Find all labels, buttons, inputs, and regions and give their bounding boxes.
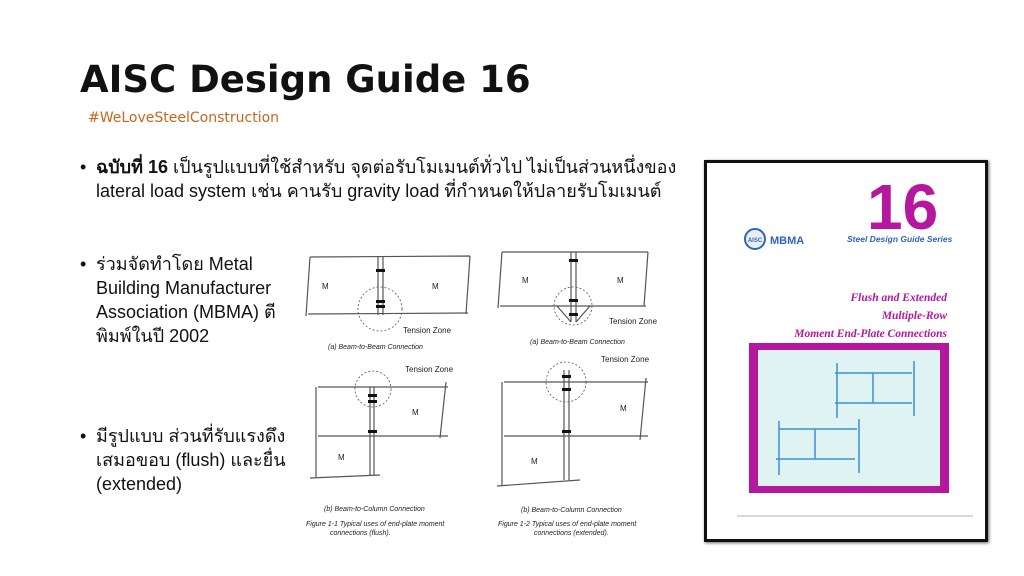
cover-art: AISC MBMA 16 Steel Design Guide Series F…	[737, 171, 973, 517]
guide-number: 16	[867, 171, 938, 243]
bullet-3: • มีรูปแบบ ส่วนที่รับแรงดึง เสมอขอบ (flu…	[80, 424, 290, 496]
moment-label: M	[432, 282, 439, 291]
bullet-2-text: ร่วมจัดทำโดย Metal Building Manufacturer…	[96, 254, 276, 346]
bullet-dot: •	[80, 254, 87, 274]
fig2-caption-line1: Figure 1-2 Typical uses of end-plate mom…	[498, 521, 637, 528]
bullet-1-text: เป็นรูปแบบที่ใช้สำหรับ จุดต่อรับโมเมนต์ท…	[96, 157, 677, 201]
book-cover-image: AISC MBMA 16 Steel Design Guide Series F…	[704, 160, 988, 542]
aisc-logo-text: AISC	[748, 238, 763, 244]
mbma-logo: MBMA	[770, 235, 804, 247]
tension-zone-label: Tension Zone	[405, 365, 454, 374]
bullet-2: • ร่วมจัดทำโดย Metal Building Manufactur…	[80, 252, 290, 348]
aisc-logo-icon	[744, 228, 766, 250]
fig1-caption-line2: connections (flush).	[330, 530, 391, 537]
bullet-1: • ฉบับที่ 16 เป็นรูปแบบที่ใช้สำหรับ จุดต…	[80, 155, 680, 203]
fig1a-caption: (a) Beam-to-Beam Connection	[328, 344, 423, 351]
fig2-caption-line2: connections (extended).	[534, 530, 609, 537]
moment-label: M	[617, 276, 624, 285]
moment-label: M	[412, 408, 419, 417]
fig1b-diagram	[309, 370, 448, 479]
fig2b-caption: (b) Beam-to-Column Connection	[521, 507, 622, 514]
moment-label: M	[620, 404, 627, 413]
bullet-dot: •	[80, 157, 87, 177]
moment-label: M	[322, 282, 329, 291]
fig1-caption-line1: Figure 1-1 Typical uses of end-plate mom…	[306, 521, 445, 528]
slide-title: AISC Design Guide 16	[80, 58, 531, 101]
moment-label: M	[522, 276, 529, 285]
series-label: Steel Design Guide Series	[847, 234, 953, 244]
moment-label: M	[531, 457, 538, 466]
fig2a-caption: (a) Beam-to-Beam Connection	[530, 339, 625, 346]
bullet-3-text: มีรูปแบบ ส่วนที่รับแรงดึง เสมอขอบ (flush…	[96, 426, 286, 494]
fig2b-diagram	[496, 361, 648, 487]
moment-label: M	[338, 453, 345, 462]
bullet-1-bold: ฉบับที่ 16	[96, 157, 168, 177]
tension-zone-label: Tension Zone	[601, 355, 650, 364]
bullet-dot: •	[80, 426, 87, 446]
fig1b-caption: (b) Beam-to-Column Connection	[324, 506, 425, 513]
tension-zone-label: Tension Zone	[403, 326, 452, 335]
fig2a-diagram	[497, 251, 649, 326]
cover-title-line2: Multiple-Row	[881, 310, 948, 322]
fig1a-diagram	[305, 255, 471, 332]
tension-zone-label: Tension Zone	[609, 317, 658, 326]
hashtag: #WeLoveSteelConstruction	[88, 110, 280, 126]
cover-title-line3: Moment End-Plate Connections	[793, 328, 947, 340]
cover-title-line1: Flush and Extended	[850, 292, 948, 304]
cover-diagram	[776, 361, 915, 475]
